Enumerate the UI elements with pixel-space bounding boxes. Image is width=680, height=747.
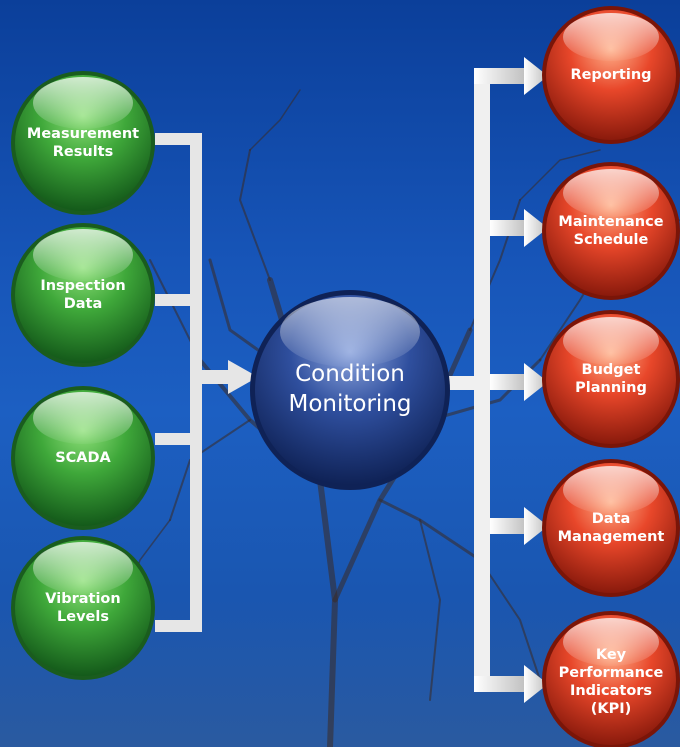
input-label-line: Data — [63, 296, 103, 312]
output-arrow-5-shaft — [474, 676, 528, 692]
output-label-line: (KPI) — [590, 701, 632, 718]
input-node-measurement-results — [11, 71, 155, 215]
input-label-line: Levels — [57, 609, 109, 625]
center-label-line: Condition — [295, 361, 405, 388]
output-node-budget-planning — [542, 310, 680, 448]
output-arrow-2-shaft — [490, 220, 528, 236]
input-node-scada — [11, 386, 155, 530]
input-label-line: Inspection — [40, 277, 126, 294]
output-label-line: Data — [591, 510, 631, 527]
input-nodes — [11, 71, 155, 680]
output-arrow-1-shaft — [474, 68, 528, 84]
input-label-line: SCADA — [55, 449, 111, 466]
center-label-line: Monitoring — [288, 391, 412, 417]
output-bracket-vertical — [474, 68, 490, 692]
output-arrow-3-head — [524, 363, 548, 401]
output-label-maintenance-schedule: Maintenance Schedule — [545, 201, 677, 261]
output-label-line: Planning — [575, 380, 647, 396]
center-label: Condition Monitoring — [250, 340, 450, 440]
input-merge-arrowhead — [228, 360, 258, 394]
output-label-line: Key — [595, 646, 627, 663]
input-label-vibration-levels: Vibration Levels — [13, 573, 153, 643]
output-connectors — [447, 57, 548, 703]
center-out-shaft — [447, 376, 477, 390]
output-label-budget-planning: Budget Planning — [545, 349, 677, 409]
output-node-data-management — [542, 459, 680, 597]
output-arrow-4-shaft — [490, 518, 528, 534]
output-arrow-2-head — [524, 209, 548, 247]
output-label-line: Management — [557, 529, 665, 545]
output-label-line: Reporting — [570, 66, 652, 83]
output-label-line: Budget — [581, 361, 641, 378]
output-label-line: Indicators — [569, 683, 653, 699]
output-label-kpi: Key Performance Indicators (KPI) — [545, 630, 677, 734]
output-label-reporting: Reporting — [545, 45, 677, 105]
output-node-kpi — [542, 611, 680, 747]
output-node-reporting — [542, 6, 680, 144]
input-label-measurement-results: Measurement Results — [13, 108, 153, 178]
output-arrow-4-head — [524, 507, 548, 545]
input-connectors — [155, 133, 258, 632]
output-label-line: Performance — [558, 664, 664, 681]
input-label-inspection-data: Inspection Data — [13, 260, 153, 330]
output-nodes — [542, 6, 680, 747]
input-label-line: Results — [52, 144, 114, 160]
input-label-line: Vibration — [45, 590, 121, 607]
output-arrow-1-head — [524, 57, 548, 95]
output-arrow-3-shaft — [490, 374, 528, 390]
output-arrow-5-head — [524, 665, 548, 703]
input-label-scada: SCADA — [13, 423, 153, 493]
output-label-line: Maintenance — [558, 213, 664, 230]
output-label-data-management: Data Management — [545, 498, 677, 558]
center-node-condition-monitoring — [250, 290, 450, 490]
input-label-line: Measurement — [26, 125, 140, 142]
input-node-inspection-data — [11, 223, 155, 367]
output-node-maintenance-schedule — [542, 162, 680, 300]
input-merge-shaft — [190, 370, 230, 384]
output-label-line: Schedule — [573, 232, 649, 248]
input-node-vibration-levels — [11, 536, 155, 680]
